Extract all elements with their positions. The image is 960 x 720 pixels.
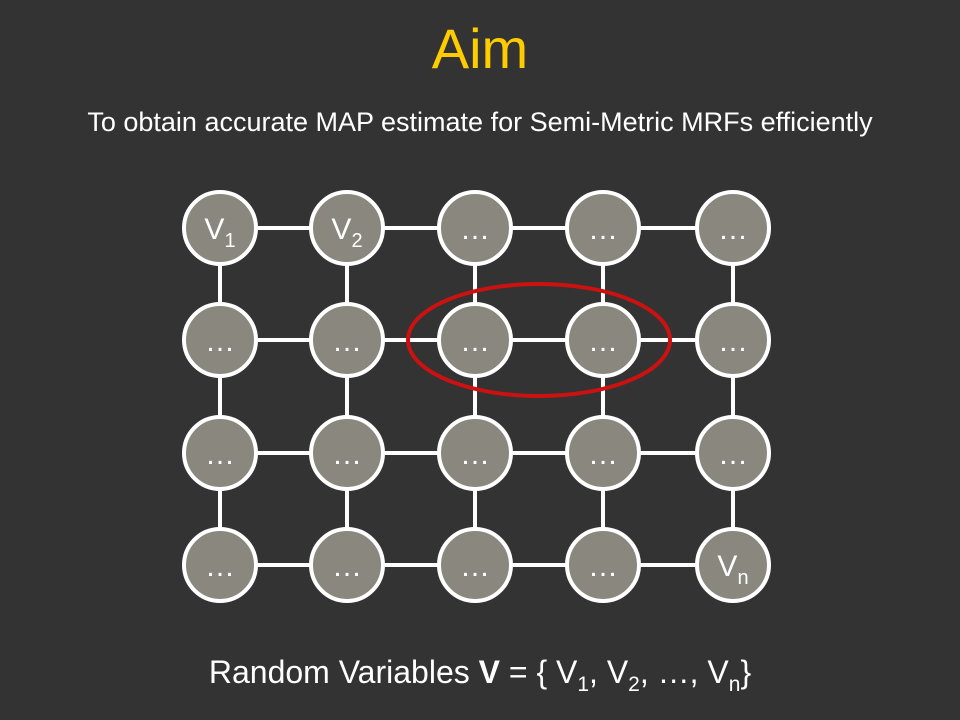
node-3-2 xyxy=(437,527,513,603)
node-label-3-2: … xyxy=(460,550,490,583)
node-1-4 xyxy=(695,302,771,378)
caption-c2: , …, V xyxy=(639,654,729,690)
node-label-0-4: … xyxy=(718,213,748,246)
node-0-3 xyxy=(565,190,641,266)
node-label-0-2: … xyxy=(460,213,490,246)
highlight-ellipse xyxy=(406,282,672,398)
node-label-2-3: … xyxy=(588,438,618,471)
node-1-2 xyxy=(437,302,513,378)
node-label-3-4: Vn xyxy=(717,550,748,589)
node-label-1-3: … xyxy=(588,325,618,358)
caption-c1: , V xyxy=(589,654,629,690)
slide-subtitle: To obtain accurate MAP estimate for Semi… xyxy=(87,107,873,137)
random-variables-caption: Random Variables V = { V1, V2, …, Vn} xyxy=(0,650,960,696)
node-2-0 xyxy=(182,415,258,491)
node-3-4 xyxy=(695,527,771,603)
caption-bold-v: V xyxy=(478,654,500,690)
node-0-2 xyxy=(437,190,513,266)
node-0-1 xyxy=(309,190,385,266)
node-3-3 xyxy=(565,527,641,603)
node-label-2-4: … xyxy=(718,438,748,471)
node-3-1 xyxy=(309,527,385,603)
node-1-1 xyxy=(309,302,385,378)
node-0-0 xyxy=(182,190,258,266)
caption-eq: = { V xyxy=(499,654,578,690)
node-2-2 xyxy=(437,415,513,491)
node-3-0 xyxy=(182,527,258,603)
node-label-3-3: … xyxy=(588,550,618,583)
node-label-1-2: … xyxy=(460,325,490,358)
caption-prefix: Random Variables xyxy=(208,654,479,690)
slide-title: Aim xyxy=(431,17,529,80)
node-label-0-0: V1 xyxy=(204,213,235,252)
node-label-1-4: … xyxy=(718,325,748,358)
node-label-3-0: … xyxy=(205,550,235,583)
node-2-4 xyxy=(695,415,771,491)
caption-sub-n: n xyxy=(728,673,741,696)
node-label-2-0: … xyxy=(205,438,235,471)
node-1-0 xyxy=(182,302,258,378)
node-label-3-1: … xyxy=(332,550,362,583)
node-label-0-3: … xyxy=(588,213,618,246)
node-1-3 xyxy=(565,302,641,378)
node-label-2-1: … xyxy=(332,438,362,471)
node-2-3 xyxy=(565,415,641,491)
node-label-0-1: V2 xyxy=(331,213,362,252)
caption-sub-2: 2 xyxy=(628,673,640,696)
node-label-1-1: … xyxy=(332,325,362,358)
node-2-1 xyxy=(309,415,385,491)
caption-end: } xyxy=(740,654,752,690)
node-label-1-0: … xyxy=(205,325,235,358)
node-label-2-2: … xyxy=(460,438,490,471)
caption-sub-1: 1 xyxy=(577,673,590,696)
node-0-4 xyxy=(695,190,771,266)
